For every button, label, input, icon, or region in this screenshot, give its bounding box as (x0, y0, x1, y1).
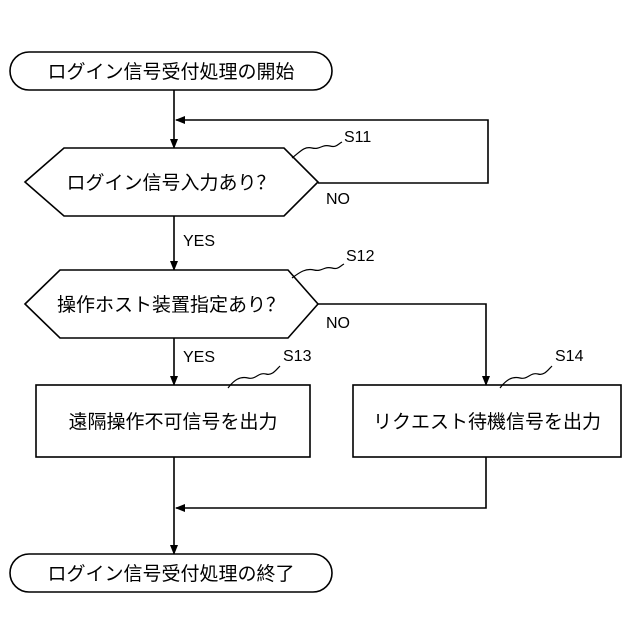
decision2-yes-label: YES (183, 349, 215, 366)
decision1-label: ログイン信号入力あり？ (66, 172, 275, 194)
decision2-label: 操作ホスト装置指定あり？ (57, 294, 285, 316)
s14-label: S14 (555, 348, 584, 365)
s11-label: S11 (344, 129, 371, 146)
end-label: ログイン信号受付処理の終了 (47, 563, 294, 585)
decision1-yes-label: YES (183, 233, 215, 250)
start-label: ログイン信号受付処理の開始 (47, 61, 294, 83)
s12-leader (292, 264, 344, 278)
s12-label: S12 (346, 248, 375, 265)
process2-label: リクエスト待機信号を出力 (373, 411, 601, 433)
connector-process2-merge (176, 457, 486, 508)
s11-leader (292, 142, 342, 158)
s13-label: S13 (283, 348, 312, 365)
decision2-no-label: NO (326, 315, 350, 332)
decision1-no-label: NO (326, 191, 350, 208)
process1-label: 遠隔操作不可信号を出力 (68, 411, 277, 433)
